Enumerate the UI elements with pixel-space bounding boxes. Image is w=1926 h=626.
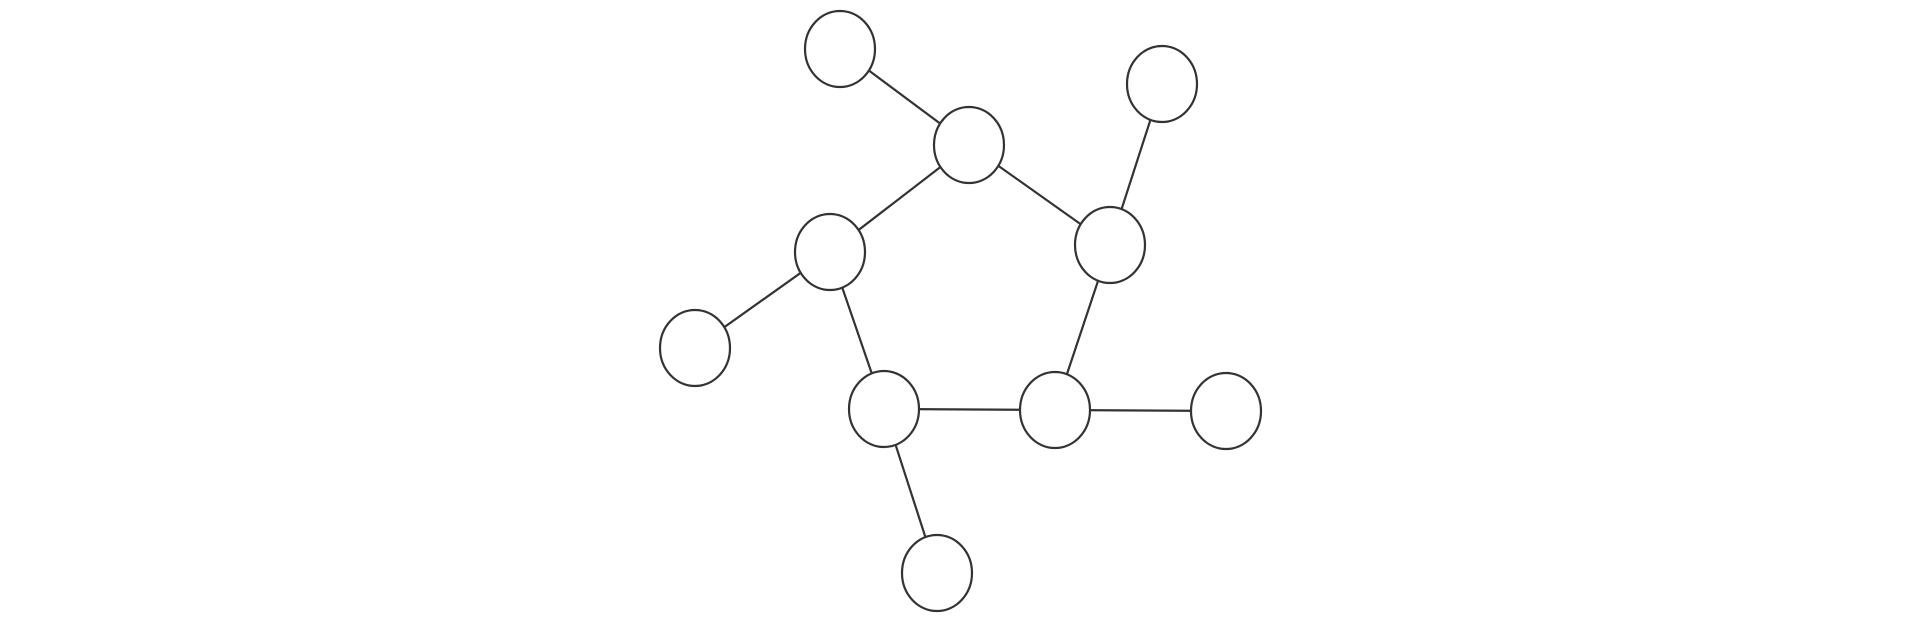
node-leaf-top-left: [803, 9, 877, 89]
node-leaf-top-right: [1125, 44, 1199, 124]
node-ring-bottom-right: [1018, 370, 1092, 450]
node-ring-bottom-left: [847, 369, 921, 449]
node-ring-top: [932, 105, 1006, 185]
node-leaf-bottom: [900, 533, 974, 613]
node-leaf-left: [658, 308, 732, 388]
node-ring-right: [1073, 205, 1147, 285]
nodes-layer: [658, 9, 1263, 613]
node-leaf-right: [1189, 371, 1263, 451]
node-ring-left: [793, 212, 867, 292]
